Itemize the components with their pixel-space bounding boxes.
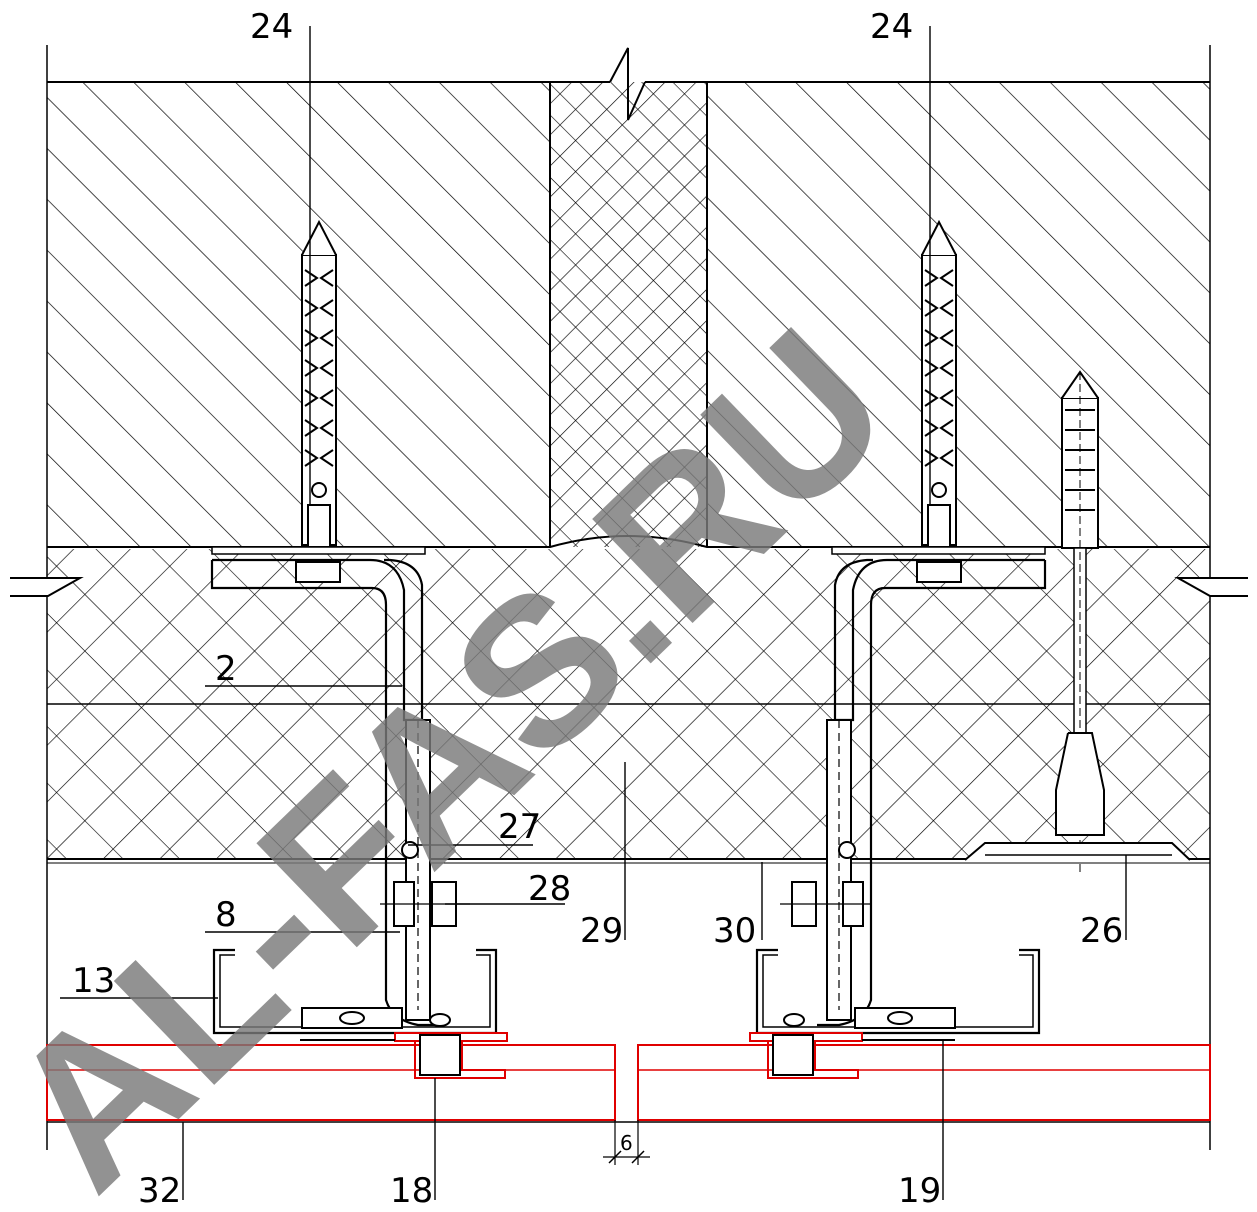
label-clip-left: 18 xyxy=(390,1171,433,1211)
bracket-right xyxy=(780,546,1047,1027)
leader-lines xyxy=(60,685,1127,1200)
label-panel: 32 xyxy=(138,1171,181,1211)
label-insulation: 29 xyxy=(580,911,623,951)
label-anchor-right: 24 xyxy=(870,7,913,47)
wall-masonry xyxy=(47,47,1210,548)
label-membrane: 30 xyxy=(713,911,756,951)
joint-dimension: 6 xyxy=(603,1120,650,1165)
label-bolt-nut: 28 xyxy=(528,869,571,909)
label-profile: 13 xyxy=(72,961,115,1001)
cladding-panels xyxy=(46,1044,1211,1123)
label-anchor-left: 24 xyxy=(250,7,293,47)
bracket-left xyxy=(210,546,470,1027)
panel-clip-left xyxy=(300,1032,508,1079)
label-bolt-small: 27 xyxy=(498,807,541,847)
label-clip-right: 19 xyxy=(898,1171,941,1211)
anchor-dowel-left xyxy=(301,26,337,548)
callout-labels: 24 24 2 27 28 8 13 29 30 26 32 18 19 xyxy=(72,7,1123,1211)
joint-gap-dimension: 6 xyxy=(620,1131,633,1155)
label-rivet: 8 xyxy=(215,895,237,935)
label-insulation-dowel: 26 xyxy=(1080,911,1123,951)
insulation-layer xyxy=(47,549,1210,864)
section-boundaries xyxy=(10,45,1248,1150)
label-bracket: 2 xyxy=(215,649,237,689)
c-profile-left xyxy=(212,948,498,1035)
c-profile-right xyxy=(755,948,1041,1035)
insulation-dowel xyxy=(964,370,1191,875)
panel-clip-right xyxy=(749,1032,955,1079)
